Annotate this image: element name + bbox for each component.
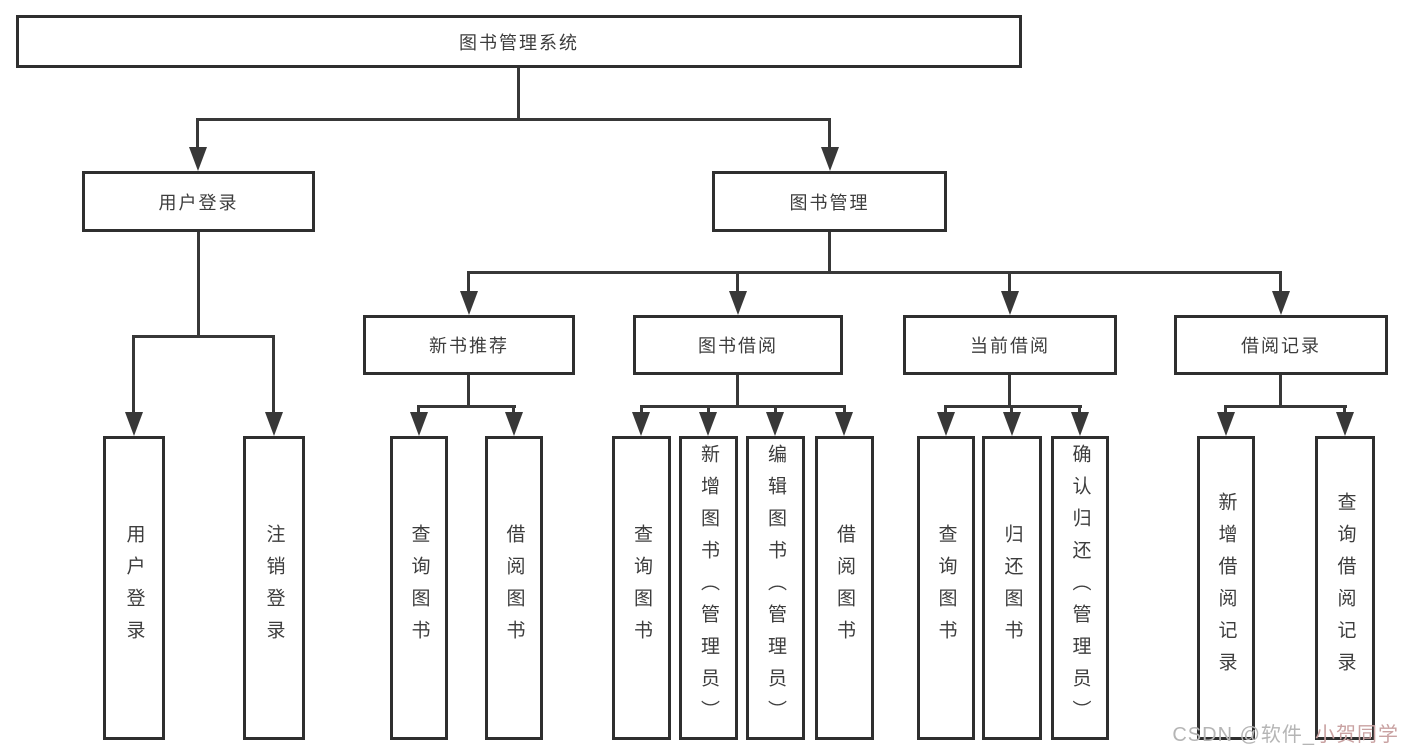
arrowhead-icon: [835, 412, 853, 436]
connector-line: [736, 373, 739, 408]
node-label: 查询图书: [935, 524, 957, 652]
arrowhead-icon: [460, 291, 478, 315]
watermark: CSDN @软件_小贺同学: [1172, 718, 1399, 747]
connector-line: [197, 230, 200, 338]
leaf-confirm-return-admin: 确认归还（管理员）: [1051, 436, 1109, 740]
node-current-borrow: 当前借阅: [903, 315, 1117, 375]
connector-line: [736, 271, 739, 294]
node-label: 借阅图书: [503, 524, 525, 652]
connector-line: [1078, 405, 1081, 415]
arrowhead-icon: [821, 147, 839, 171]
node-label: 注销登录: [263, 524, 285, 652]
connector-line: [517, 66, 520, 120]
node-label: 图书管理系统: [459, 32, 579, 53]
connector-line: [640, 405, 846, 408]
node-label: 新增图书（管理员）: [698, 444, 719, 732]
node-label: 用户登录: [123, 524, 145, 652]
connector-line: [196, 118, 831, 121]
connector-line: [1224, 405, 1227, 415]
arrowhead-icon: [632, 412, 650, 436]
connector-line: [196, 118, 199, 150]
connector-line: [640, 405, 643, 415]
arrowhead-icon: [505, 412, 523, 436]
leaf-edit-book-admin: 编辑图书（管理员）: [746, 436, 805, 740]
arrowhead-icon: [1336, 412, 1354, 436]
arrowhead-icon: [410, 412, 428, 436]
node-book-borrow: 图书借阅: [633, 315, 843, 375]
arrowhead-icon: [699, 412, 717, 436]
connector-line: [774, 405, 777, 415]
connector-line: [467, 271, 470, 294]
arrowhead-icon: [189, 147, 207, 171]
node-user-login: 用户登录: [82, 171, 315, 232]
node-borrow-records: 借阅记录: [1174, 315, 1388, 375]
arrowhead-icon: [937, 412, 955, 436]
arrowhead-icon: [125, 412, 143, 436]
connector-line: [1010, 405, 1013, 415]
node-label: 查询图书: [408, 524, 430, 652]
connector-line: [467, 271, 1282, 274]
node-label: 归还图书: [1001, 524, 1023, 652]
connector-line: [1343, 405, 1346, 415]
leaf-query-borrow-record: 查询借阅记录: [1315, 436, 1375, 740]
leaf-query-books-3: 查询图书: [917, 436, 975, 740]
arrowhead-icon: [1217, 412, 1235, 436]
arrowhead-icon: [1003, 412, 1021, 436]
connector-line: [707, 405, 710, 415]
node-book-management: 图书管理: [712, 171, 947, 232]
leaf-borrow-books-1: 借阅图书: [485, 436, 543, 740]
node-library-system: 图书管理系统: [16, 15, 1022, 68]
connector-line: [944, 405, 1082, 408]
node-label: 查询图书: [631, 524, 652, 652]
leaf-borrow-books-2: 借阅图书: [815, 436, 874, 740]
node-label: 用户登录: [158, 192, 239, 213]
arrowhead-icon: [729, 291, 747, 315]
node-label: 新增借阅记录: [1215, 492, 1237, 684]
leaf-add-book-admin: 新增图书（管理员）: [679, 436, 738, 740]
arrowhead-icon: [1001, 291, 1019, 315]
node-label: 图书借阅: [698, 336, 778, 356]
leaf-user-login: 用户登录: [103, 436, 165, 740]
connector-line: [828, 230, 831, 274]
node-new-book-recommend: 新书推荐: [363, 315, 575, 375]
connector-line: [1008, 373, 1011, 408]
connector-line: [843, 405, 846, 415]
connector-line: [132, 335, 275, 338]
leaf-return-books: 归还图书: [982, 436, 1042, 740]
arrowhead-icon: [265, 412, 283, 436]
node-label: 借阅记录: [1241, 336, 1321, 356]
connector-line: [512, 405, 515, 415]
leaf-query-books-1: 查询图书: [390, 436, 448, 740]
leaf-add-borrow-record: 新增借阅记录: [1197, 436, 1255, 740]
connector-line: [132, 335, 135, 415]
arrowhead-icon: [1272, 291, 1290, 315]
node-label: 当前借阅: [970, 336, 1050, 356]
connector-line: [1224, 405, 1347, 408]
watermark-accent-text: 小贺同学: [1315, 724, 1399, 746]
connector-line: [417, 405, 516, 408]
node-label: 借阅图书: [834, 524, 855, 652]
leaf-query-books-2: 查询图书: [612, 436, 671, 740]
watermark-text: CSDN @软件_: [1172, 724, 1315, 746]
node-label: 编辑图书（管理员）: [765, 444, 786, 732]
connector-line: [1279, 373, 1282, 408]
connector-line: [467, 373, 470, 408]
connector-line: [272, 335, 275, 415]
leaf-logout: 注销登录: [243, 436, 305, 740]
connector-line: [944, 405, 947, 415]
node-label: 新书推荐: [429, 336, 509, 356]
connector-line: [1008, 271, 1011, 294]
node-label: 确认归还（管理员）: [1069, 444, 1091, 732]
connector-line: [828, 118, 831, 150]
node-label: 图书管理: [789, 192, 870, 213]
connector-line: [417, 405, 420, 415]
arrowhead-icon: [766, 412, 784, 436]
connector-line: [1279, 271, 1282, 294]
arrowhead-icon: [1071, 412, 1089, 436]
node-label: 查询借阅记录: [1334, 492, 1356, 684]
